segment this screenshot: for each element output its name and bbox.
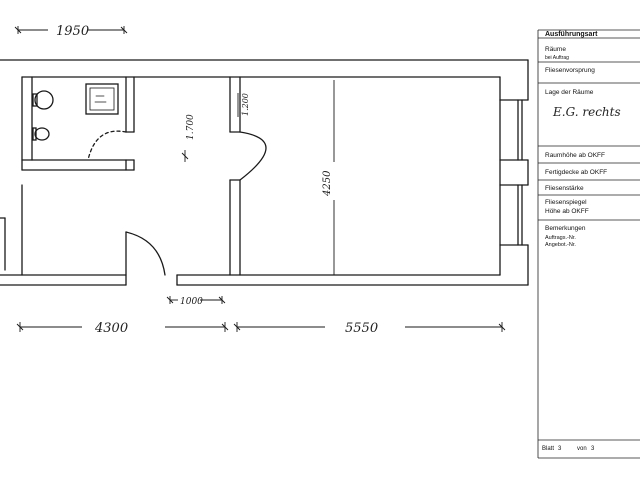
total-sheets: 3: [591, 446, 595, 452]
floor-plan: [0, 59, 529, 286]
room-location-value: E.G. rechts: [552, 105, 621, 119]
offer-number-label: Angebot.-Nr.: [545, 242, 576, 248]
tile-projection-label: Fliesenvorsprung: [545, 67, 595, 74]
sheet-number: 3: [558, 446, 562, 452]
bathroom-door-swing: [87, 130, 127, 161]
of-label: von: [577, 446, 587, 452]
rooms-label: Räume: [545, 46, 566, 53]
corridor-walls: [229, 76, 241, 276]
tile-thickness-label: Fliesenstärke: [545, 185, 584, 192]
remarks-label: Bemerkungen: [545, 225, 586, 232]
dim-door-bottom-label: 1000: [180, 297, 203, 307]
dim-top-label: 1950: [56, 24, 89, 39]
dim-door-right-label: 1.200: [241, 93, 250, 116]
tile-mirror-label: Fliesenspiegel: [545, 199, 587, 206]
washbasin: [34, 127, 50, 141]
room-door-swing: [239, 131, 267, 181]
tile-mirror-height-label: Höhe ab OKFF: [545, 208, 589, 215]
bathroom-walls: [21, 76, 135, 171]
outer-wall-right: [499, 99, 529, 286]
form-panel: Ausführungsart Räume bei Auftrag Fliesen…: [537, 29, 640, 459]
bathroom-fixtures: [32, 83, 119, 141]
outer-wall-top: [0, 59, 529, 101]
dim-bottom-left-label: 4300: [94, 321, 128, 336]
toilet: [34, 90, 54, 110]
order-number-label: Auftrags.-Nr.: [545, 235, 576, 241]
room-location-label: Lage der Räume: [545, 89, 594, 96]
ceiling-label: Fertigdecke ab OKFF: [545, 169, 607, 176]
dimension-lines: [14, 26, 506, 332]
outer-wall-left: [0, 76, 23, 276]
dim-bottom-right-label: 5550: [345, 321, 378, 336]
entrance-door-swing: [125, 231, 166, 276]
form-header: Ausführungsart: [545, 31, 598, 38]
dim-door-left-label: 1.700: [186, 114, 196, 140]
sheet-label: Blatt: [542, 446, 554, 452]
dim-room-height-label: 4250: [322, 170, 333, 197]
rooms-sub-label: bei Auftrag: [545, 55, 569, 61]
outer-wall-bottom: [0, 231, 529, 286]
room-height-label: Raumhöhe ab OKFF: [545, 152, 605, 159]
shower-tray: [85, 83, 119, 115]
